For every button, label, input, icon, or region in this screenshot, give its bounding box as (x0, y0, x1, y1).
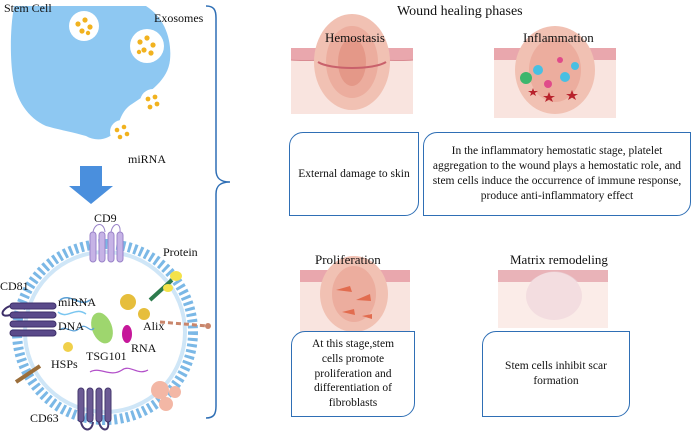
exosomes-label: Exosomes (154, 11, 204, 25)
cd9-label: CD9 (94, 211, 117, 225)
cd81-protein (1, 302, 57, 337)
cd63-label: CD63 (30, 411, 59, 425)
protein-label: Protein (163, 245, 198, 259)
mirna-top-label: miRNA (128, 152, 167, 166)
surface-protein (148, 271, 182, 302)
proliferation-skin-illustration (300, 256, 410, 334)
phase-title-matrix-remodeling: Matrix remodeling (510, 252, 608, 267)
cd9-protein (89, 224, 124, 263)
hsp-rod (14, 364, 42, 384)
stem-cell-shape (10, 6, 171, 140)
stem-cell-label: Stem Cell (4, 1, 52, 15)
phase-title-hemostasis: Hemostasis (325, 30, 385, 45)
down-arrow-icon (69, 166, 113, 204)
exosome-bubbles (69, 11, 166, 144)
cd63-protein (77, 387, 112, 431)
alix-label: Alix (143, 319, 165, 333)
exosome-cargo (57, 294, 150, 374)
alix-receptor (159, 320, 211, 329)
wound-healing-title: Wound healing phases (397, 4, 523, 19)
inflammation-description-box: In the inflammatory hemostatic stage, pl… (423, 132, 691, 216)
dna-label: DNA (58, 319, 84, 333)
inflammation-skin-illustration (494, 26, 616, 118)
cd81-label: CD81 (0, 279, 29, 293)
matrix-remodeling-skin-illustration (498, 270, 608, 328)
matrix-remodeling-description-box: Stem cells inhibit scar formation (482, 331, 630, 417)
phase-title-inflammation: Inflammation (523, 30, 594, 45)
hemostasis-description-box: External damage to skin (289, 132, 419, 216)
hemostasis-skin-illustration (290, 14, 414, 114)
hsps-label: HSPs (51, 357, 78, 371)
rna-label: RNA (131, 341, 157, 355)
mirna-label: miRNA (58, 295, 97, 309)
phase-title-proliferation: Proliferation (315, 252, 381, 267)
bracket (205, 5, 231, 419)
proliferation-description-box: At this stage,stem cells promote prolife… (291, 331, 415, 417)
lipid-blobs (151, 381, 181, 411)
tsg101-label: TSG101 (86, 349, 127, 363)
